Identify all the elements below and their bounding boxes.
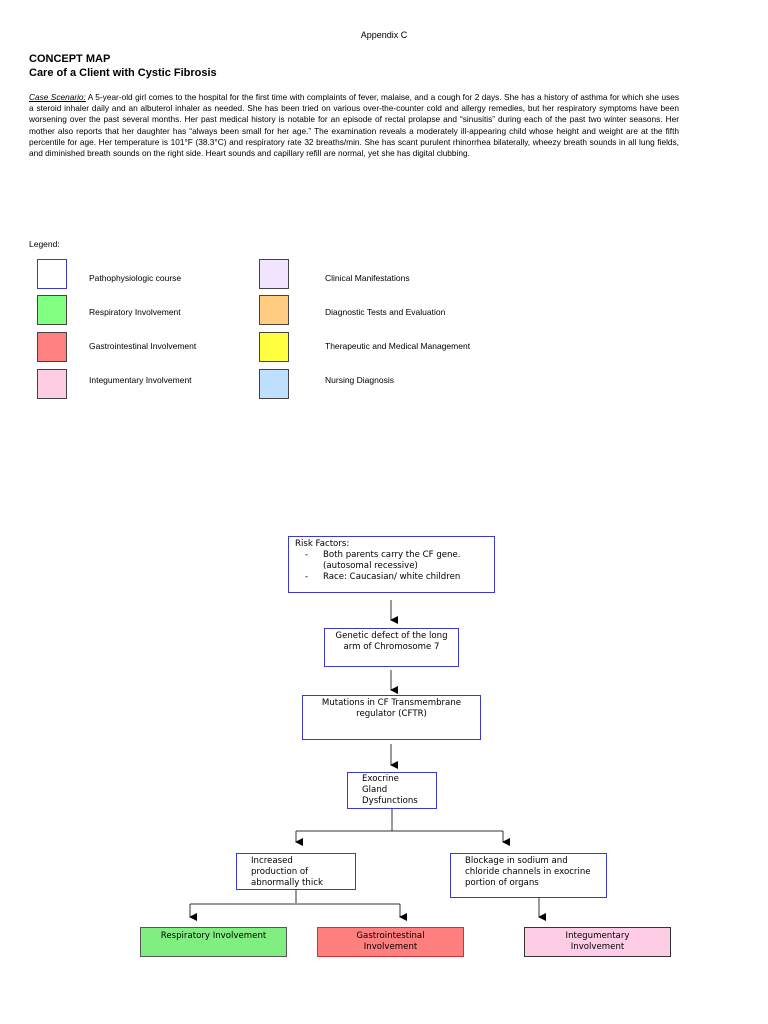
appendix-label: Appendix C [360,30,408,40]
legend-label: Gastrointestinal Involvement [89,341,197,351]
legend-swatch-nursing [259,369,289,399]
legend-swatch-respiratory [37,295,67,325]
cftr-mutations-box: Mutations in CF Transmembrane regulator … [302,695,481,740]
respiratory-involvement-box: Respiratory Involvement [140,927,287,957]
legend-swatch-diagnostic [259,295,289,325]
case-scenario-label: Case Scenario: [29,92,86,102]
legend-swatch-therapeutic [259,332,289,362]
risk-factor-item: Race: Caucasian/ white children [305,572,488,583]
exocrine-dysfunction-box: Exocrine Gland Dysfunctions [347,772,437,809]
case-scenario-text: A 5-year-old girl comes to the hospital … [29,92,679,159]
increased-production-box: Increased production of abnormally thick [236,853,356,890]
risk-factors-list: Both parents carry the CF gene. (autosom… [295,550,488,583]
legend-label: Respiratory Involvement [89,307,181,317]
page-subtitle: Care of a Client with Cystic Fibrosis [29,67,217,79]
case-scenario: Case Scenario: A 5-year-old girl comes t… [29,92,679,159]
legend-label: Integumentary Involvement [89,375,192,385]
risk-factors-box: Risk Factors: Both parents carry the CF … [288,536,495,593]
legend-swatch-clinical [259,259,289,289]
page-title: CONCEPT MAP [29,53,111,65]
channel-blockage-box: Blockage in sodium and chloride channels… [450,853,607,898]
legend-swatch-pathophysiologic [37,259,67,289]
legend-label: Nursing Diagnosis [325,375,394,385]
integumentary-involvement-box: Integumentary Involvement [524,927,671,957]
legend-label: Pathophysiologic course [89,273,182,283]
legend-swatch-gastrointestinal [37,332,67,362]
legend-swatch-integumentary [37,369,67,399]
risk-factor-item: Both parents carry the CF gene. (autosom… [305,550,488,572]
legend-title: Legend: [29,239,60,249]
legend-label: Therapeutic and Medical Management [325,341,471,351]
legend-label: Clinical Manifestations [325,273,410,283]
genetic-defect-box: Genetic defect of the long arm of Chromo… [324,628,459,667]
risk-factors-title: Risk Factors: [295,539,350,549]
legend-label: Diagnostic Tests and Evaluation [325,307,446,317]
gi-involvement-box: Gastrointestinal Involvement [317,927,464,957]
